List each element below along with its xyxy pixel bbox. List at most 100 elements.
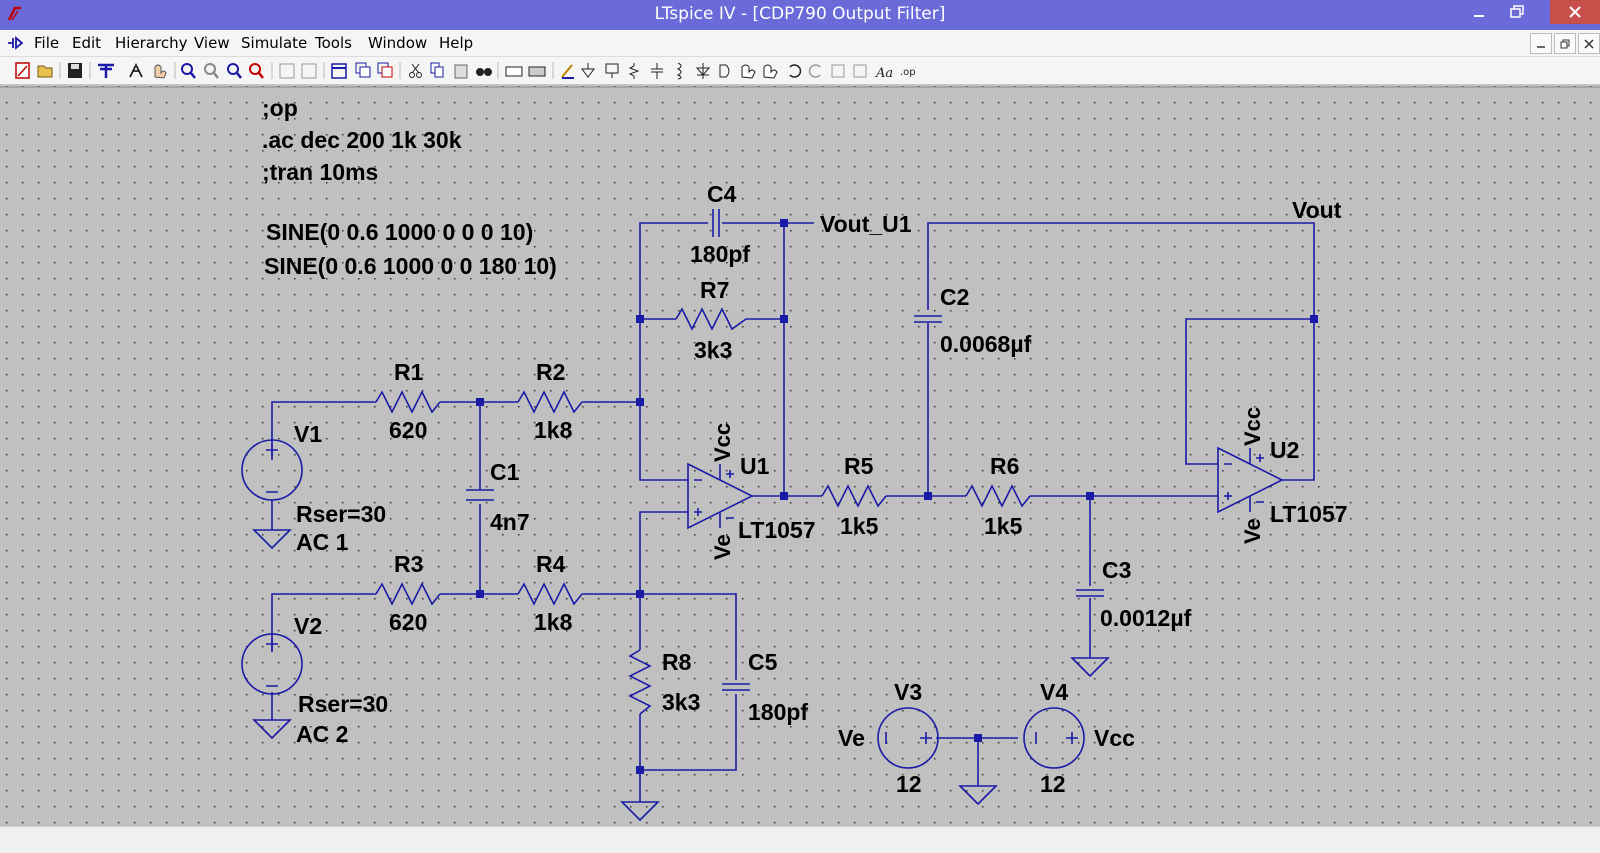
zoom-out-icon[interactable]: [227, 63, 242, 79]
component-icon[interactable]: [719, 64, 730, 78]
find-icon[interactable]: [476, 68, 492, 76]
u2-ve-pin-label[interactable]: Ve: [1240, 518, 1265, 544]
run-icon[interactable]: [129, 62, 143, 78]
u2-name[interactable]: U2: [1270, 437, 1299, 463]
net-label-vcc[interactable]: Vcc: [1094, 725, 1135, 751]
schematic-drawing[interactable]: ;op .ac dec 200 1k 30k ;tran 10ms SINE(0…: [0, 85, 1600, 826]
u1-vcc-pin-label[interactable]: Vcc: [710, 423, 735, 462]
r7-name[interactable]: R7: [700, 277, 729, 303]
tile-horizontal-icon[interactable]: [279, 63, 295, 79]
menu-edit[interactable]: Edit: [72, 34, 102, 52]
new-schematic-icon[interactable]: [15, 62, 30, 79]
inductor-icon[interactable]: [676, 62, 682, 80]
open-icon[interactable]: [37, 65, 53, 78]
net-label-vout-u1[interactable]: Vout_U1: [820, 211, 912, 237]
c4-value[interactable]: 180pf: [690, 241, 750, 267]
print-icon[interactable]: [528, 66, 546, 77]
r8-value[interactable]: 3k3: [662, 689, 700, 715]
r6-name[interactable]: R6: [990, 453, 1019, 479]
u1-name[interactable]: U1: [740, 453, 770, 479]
menu-file[interactable]: File: [34, 34, 60, 52]
tile-vertical-icon[interactable]: [301, 63, 317, 79]
r6-value[interactable]: 1k5: [984, 513, 1023, 539]
menu-view[interactable]: View: [194, 34, 230, 52]
v2-sine-spec[interactable]: SINE(0 0.6 1000 0 0 180 10): [264, 253, 557, 279]
close-button[interactable]: [1550, 0, 1600, 24]
minimize-button[interactable]: [1462, 0, 1496, 24]
mdi-close-button[interactable]: [1578, 33, 1600, 54]
pan-icon[interactable]: [204, 63, 219, 79]
mdi-minimize-button[interactable]: [1530, 33, 1552, 54]
directive-tran[interactable]: ;tran 10ms: [262, 159, 378, 185]
v4-value[interactable]: 12: [1040, 771, 1066, 797]
label-net-icon[interactable]: [605, 63, 619, 78]
r4-value[interactable]: 1k8: [534, 609, 573, 635]
v2-rser[interactable]: Rser=30: [298, 691, 388, 717]
text-icon[interactable]: Aa: [875, 66, 893, 81]
r8-name[interactable]: R8: [662, 649, 692, 675]
ground-icon[interactable]: [581, 63, 595, 78]
r3-value[interactable]: 620: [389, 609, 427, 635]
directive-op[interactable]: ;op: [262, 95, 298, 121]
undo-icon[interactable]: [789, 64, 802, 78]
r4-name[interactable]: R4: [536, 551, 566, 577]
menu-help[interactable]: Help: [439, 34, 474, 52]
cascade-icon[interactable]: [331, 63, 347, 79]
mirror-icon[interactable]: [853, 64, 867, 78]
r7-value[interactable]: 3k3: [694, 337, 732, 363]
print-setup-icon[interactable]: [505, 66, 523, 77]
c5-value[interactable]: 180pf: [748, 699, 808, 725]
menu-simulate[interactable]: Simulate: [241, 34, 308, 52]
restore-button[interactable]: [1500, 0, 1534, 24]
schematic-doc-icon[interactable]: [6, 34, 24, 52]
v1-rser[interactable]: Rser=30: [296, 501, 386, 527]
control-panel-icon[interactable]: [98, 63, 114, 78]
copy-icon[interactable]: [430, 62, 444, 78]
cut-icon[interactable]: [409, 63, 422, 78]
draw-wire-icon[interactable]: [561, 64, 574, 79]
v1-sine-spec[interactable]: SINE(0 0.6 1000 0 0 0 10): [266, 219, 533, 245]
v4-name[interactable]: V4: [1040, 679, 1068, 705]
halt-icon[interactable]: [154, 64, 167, 79]
diode-icon[interactable]: [695, 63, 711, 79]
arrange-icon[interactable]: [377, 62, 393, 78]
paste-icon[interactable]: [454, 64, 468, 79]
u1-ve-pin-label[interactable]: Ve: [710, 534, 735, 560]
r5-name[interactable]: R5: [844, 453, 874, 479]
capacitor-icon[interactable]: [651, 63, 663, 79]
c1-value[interactable]: 4n7: [490, 509, 530, 535]
r2-value[interactable]: 1k8: [534, 417, 573, 443]
mdi-restore-button[interactable]: [1554, 33, 1576, 54]
schematic-canvas[interactable]: ;op .ac dec 200 1k 30k ;tran 10ms SINE(0…: [0, 85, 1600, 826]
c3-name[interactable]: C3: [1102, 557, 1131, 583]
c1-name[interactable]: C1: [490, 459, 520, 485]
c2-value[interactable]: 0.0068µf: [940, 331, 1032, 357]
c2-name[interactable]: C2: [940, 284, 969, 310]
rotate-icon[interactable]: [831, 64, 845, 78]
menu-hierarchy[interactable]: Hierarchy: [115, 34, 188, 52]
save-icon[interactable]: [68, 63, 82, 78]
menu-window[interactable]: Window: [368, 34, 428, 52]
r5-value[interactable]: 1k5: [840, 513, 879, 539]
r1-value[interactable]: 620: [389, 417, 427, 443]
net-label-ve[interactable]: Ve: [838, 725, 865, 751]
redo-icon[interactable]: [808, 64, 821, 78]
menu-tools[interactable]: Tools: [315, 34, 352, 52]
zoom-fit-icon[interactable]: [249, 63, 264, 79]
u1-model[interactable]: LT1057: [738, 517, 816, 543]
close-windows-icon[interactable]: [355, 62, 371, 78]
v3-name[interactable]: V3: [894, 679, 922, 705]
u2-vcc-pin-label[interactable]: Vcc: [1240, 407, 1265, 446]
net-label-vout[interactable]: Vout: [1292, 197, 1342, 223]
v3-value[interactable]: 12: [896, 771, 922, 797]
resistor-icon[interactable]: [628, 63, 640, 79]
v2-name[interactable]: V2: [294, 613, 322, 639]
c5-name[interactable]: C5: [748, 649, 778, 675]
directive-ac[interactable]: .ac dec 200 1k 30k: [262, 127, 462, 153]
r3-name[interactable]: R3: [394, 551, 423, 577]
u2-model[interactable]: LT1057: [1270, 501, 1348, 527]
r1-name[interactable]: R1: [394, 359, 424, 385]
v1-name[interactable]: V1: [294, 421, 322, 447]
spice-directive-icon[interactable]: .op: [900, 67, 916, 78]
zoom-in-icon[interactable]: [181, 63, 196, 79]
